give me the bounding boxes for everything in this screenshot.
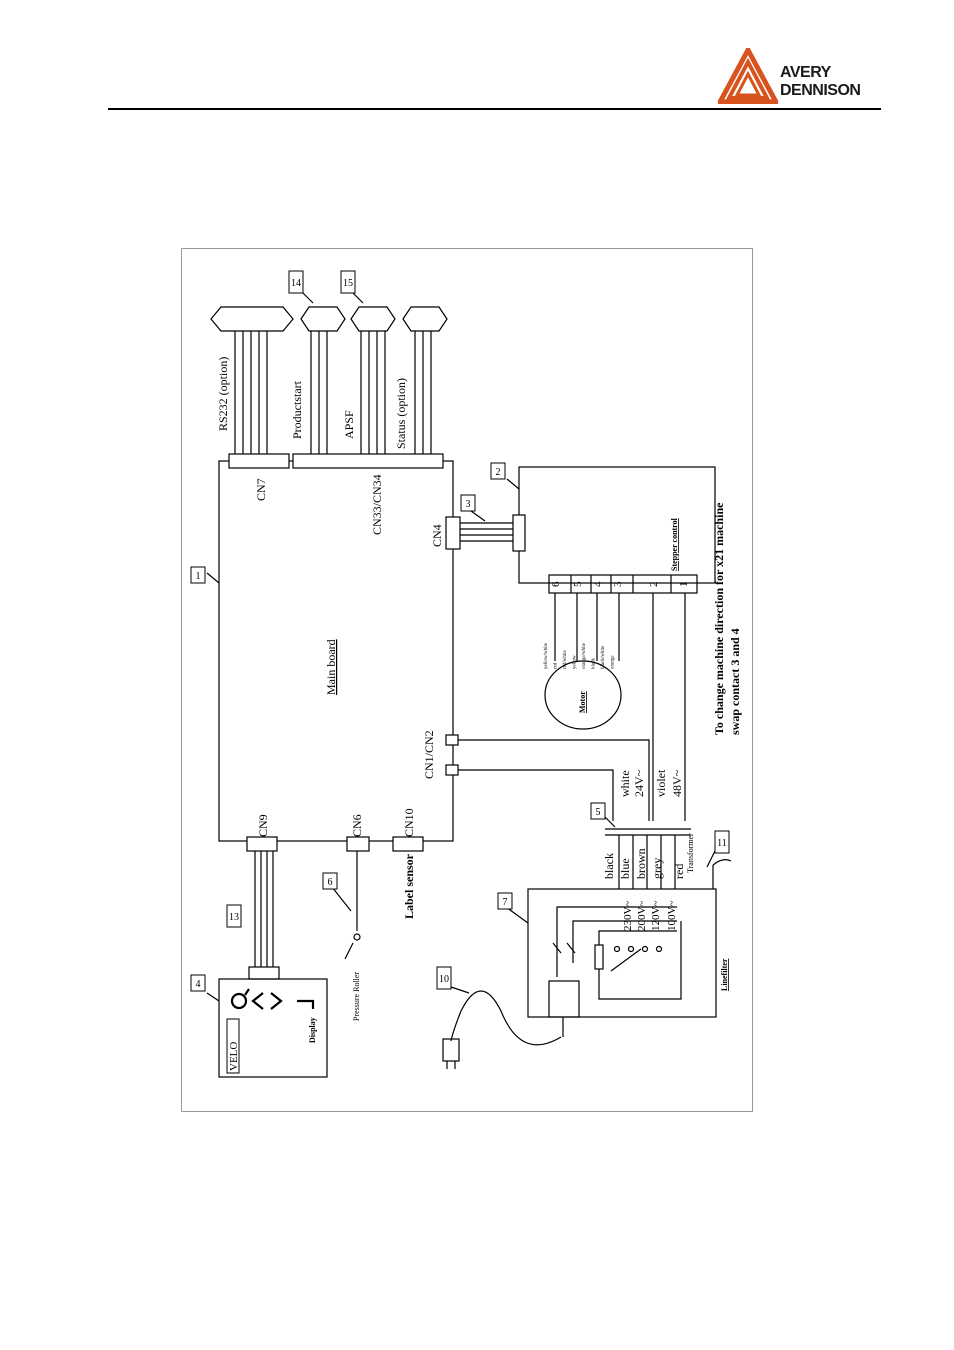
callout-1	[190, 566, 206, 584]
stepper-pin-5: 5	[572, 581, 584, 587]
display-label: Display	[308, 1017, 317, 1043]
callout-3	[460, 494, 476, 512]
motor-label: Motor	[578, 691, 587, 713]
motor	[544, 660, 622, 730]
callout-10	[436, 966, 452, 990]
primary-wire-label: red	[672, 864, 686, 879]
chevron-right-icon	[270, 992, 283, 1010]
motor-wire-label: yellow/white	[544, 642, 549, 669]
callout-7	[497, 892, 513, 910]
logo-text-line1: AVERY	[780, 64, 831, 81]
header-rule	[108, 108, 881, 110]
callout-11	[714, 830, 730, 854]
callout-4-text: 4	[196, 979, 201, 990]
wiring-diagram: 1 2 3 4 5 6 7 10 11 13 14 15 CN7 CN33/CN…	[190, 270, 742, 1078]
voltage-label: 100V~	[666, 901, 678, 931]
note-line2: swap contact 3 and 4	[728, 628, 742, 735]
cn6-label: CN6	[350, 814, 364, 837]
callout-14-text: 14	[291, 278, 301, 289]
status-label: Status (option)	[394, 378, 408, 449]
cn1-cn2-label: CN1/CN2	[422, 730, 436, 779]
primary-wire-label: grey	[650, 858, 664, 879]
main-board-label: Main board	[324, 639, 338, 695]
voltage-labels: 230V~200V~120V~ 100V~	[622, 901, 678, 931]
productstart-label: Productstart	[290, 380, 304, 439]
secondary-wire-label: white	[618, 770, 632, 797]
motor-wire-label: black	[592, 658, 597, 669]
callout-11-text: 11	[717, 838, 727, 849]
avery-dennison-logo: AVERY DENNISON	[715, 44, 861, 109]
secondary-wire-label: 24V~	[632, 769, 646, 797]
callout-15	[340, 270, 356, 294]
callout-2	[490, 462, 506, 480]
wiring-diagram-frame: 1 2 3 4 5 6 7 10 11 13 14 15 CN7 CN33/CN…	[181, 248, 753, 1112]
label-sensor-label: Label sensor	[402, 853, 416, 919]
stepper-pin-4: 4	[592, 581, 604, 587]
stepper-pins: 6 5 4 3 2 1	[550, 581, 690, 587]
velo-label: VELO	[228, 1042, 240, 1071]
transformer-label: Transformer	[686, 833, 695, 873]
motor-wire-label: orange/white	[582, 642, 587, 669]
logo-mark-icon	[715, 44, 781, 105]
chevron-left-icon	[251, 992, 264, 1010]
stepper-control-box	[518, 466, 716, 584]
primary-wire-label: blue	[618, 858, 632, 879]
note-line1: To change machine direction for x21 mach…	[712, 502, 726, 735]
callout-3-text: 3	[466, 499, 471, 510]
callout-7-text: 7	[503, 897, 508, 908]
callout-10-text: 10	[439, 974, 449, 985]
callout-5	[590, 802, 606, 820]
motor-wire-label: yellow	[573, 655, 578, 669]
callout-2-text: 2	[496, 467, 501, 478]
voltage-label: 200V~	[636, 901, 648, 931]
linefilter-label: Linefilter	[720, 958, 729, 991]
cn7-label: CN7	[254, 478, 268, 501]
motor-wire-label: red	[554, 662, 559, 669]
callout-13-text: 13	[229, 912, 239, 923]
motor-wire-label: orange	[611, 655, 616, 669]
linefilter-box	[527, 888, 717, 1018]
stepper-pin-6: 6	[550, 581, 562, 587]
feed-arrow-icon	[297, 999, 315, 1009]
cn33-cn34-label: CN33/CN34	[370, 474, 384, 535]
motor-wire-label: red/white	[563, 649, 568, 669]
stepper-control-label: Stepper control	[670, 517, 679, 571]
stepper-pin-3: 3	[612, 581, 624, 587]
secondary-wire-label: 48V~	[670, 769, 684, 797]
logo-text-line2: DENNISON	[780, 82, 861, 99]
callout-15-text: 15	[343, 278, 353, 289]
callout-4	[190, 974, 206, 992]
callout-6-text: 6	[328, 877, 333, 888]
callout-5-text: 5	[596, 807, 601, 818]
primary-wire-label: brown	[634, 848, 648, 879]
stepper-pin-1: 1	[678, 582, 690, 588]
display-box	[218, 978, 328, 1078]
cn4-label: CN4	[430, 524, 444, 547]
cn9-label: CN9	[256, 814, 270, 837]
callout-13	[226, 904, 242, 928]
stepper-pin-2: 2	[648, 582, 660, 588]
callout-14	[288, 270, 304, 294]
voltage-label: 230V~	[622, 901, 634, 931]
primary-wire-label: black	[602, 853, 616, 879]
apsf-label: APSF	[342, 410, 356, 439]
rs232-label: RS232 (option)	[216, 357, 230, 431]
voltage-label: 120V~	[650, 901, 662, 931]
callout-6	[322, 872, 338, 890]
motor-wire-label: black/white	[601, 645, 606, 669]
secondary-wire-label: violet	[654, 769, 668, 797]
callout-1-text: 1	[196, 571, 201, 582]
power-icon	[230, 992, 248, 1010]
motor-wires: yellow/white red red/white yellow orange/whi…	[544, 642, 616, 669]
pressure-roller-label: Pressure Roller	[352, 972, 361, 1021]
cn10-label: CN10	[402, 808, 416, 837]
